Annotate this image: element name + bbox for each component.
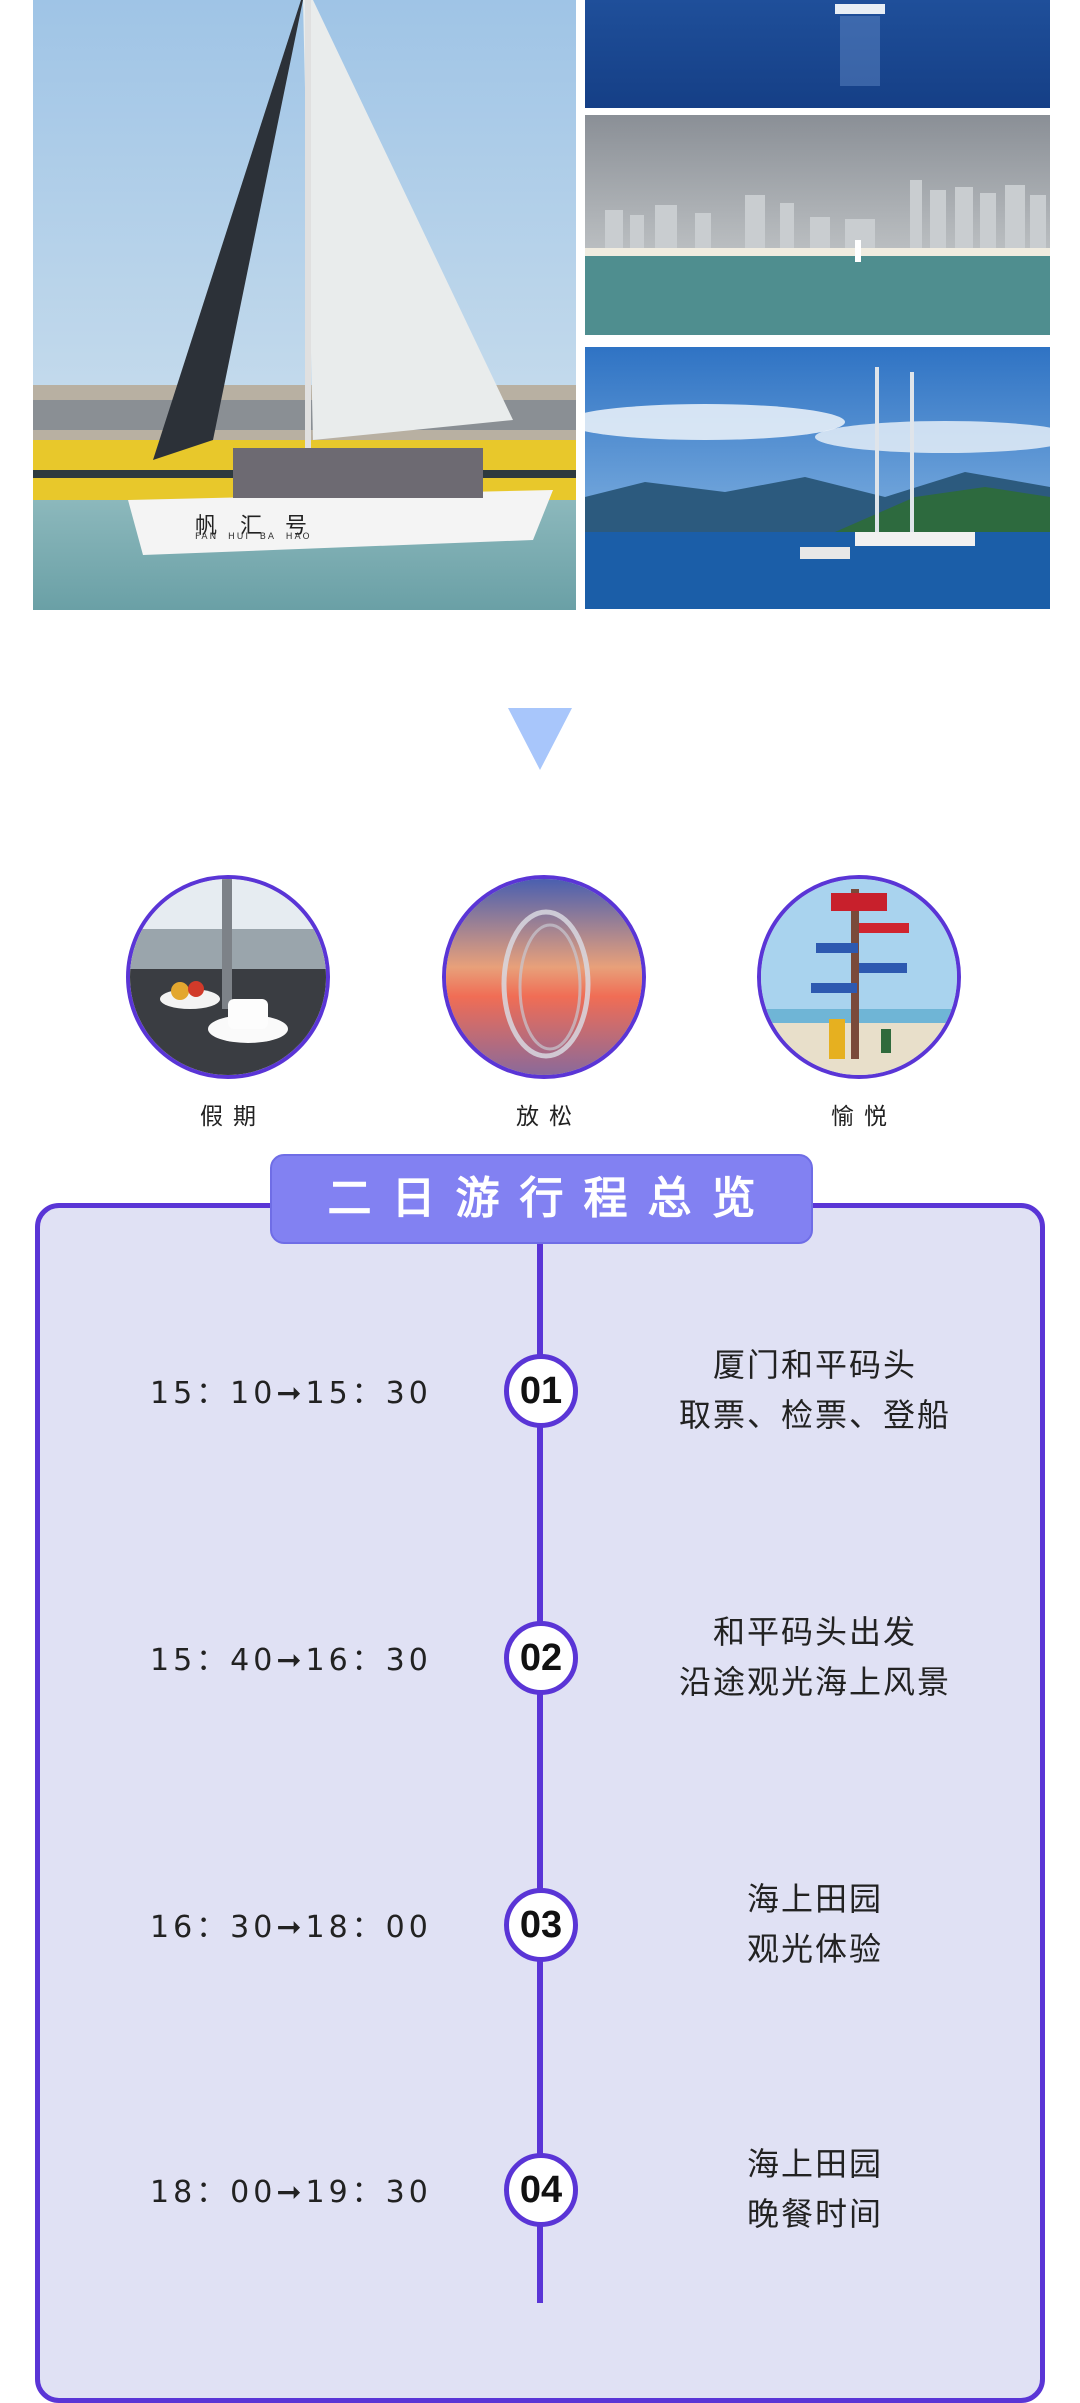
- step-line-1: 厦门和平码头: [712, 1346, 917, 1384]
- step-number-badge: 01: [504, 1354, 578, 1428]
- holiday-photo: [126, 875, 330, 1079]
- city-skyline-photo: [585, 115, 1050, 335]
- joy-photo: [757, 875, 961, 1079]
- itinerary-step-3: 16：30➞18：00 03 海上田园 观光体验: [35, 1864, 1045, 1984]
- step-description: 和平码头出发 沿途观光海上风景: [605, 1607, 1025, 1707]
- circle-label-joy: 愉悦: [831, 1104, 897, 1130]
- step-line-1: 海上田园: [746, 1880, 883, 1918]
- step-description: 厦门和平码头 取票、检票、登船: [605, 1340, 1025, 1440]
- down-arrow-icon: [508, 708, 572, 770]
- step-line-2: 晚餐时间: [746, 2195, 883, 2233]
- step-line-2: 沿途观光海上风景: [678, 1663, 951, 1701]
- step-time: 15：40➞16：30: [150, 1643, 432, 1678]
- boat-name-cn: 帆 汇 号: [195, 514, 315, 539]
- itinerary-step-4: 18：00➞19：30 04 海上田园 晚餐时间: [35, 2129, 1045, 2249]
- step-time: 15：10➞15：30: [150, 1376, 432, 1411]
- step-line-2: 取票、检票、登船: [678, 1396, 951, 1434]
- step-description: 海上田园 观光体验: [605, 1874, 1025, 1974]
- step-time: 16：30➞18：00: [150, 1910, 432, 1945]
- circle-label-holiday: 假期: [200, 1104, 266, 1130]
- itinerary-step-2: 15：40➞16：30 02 和平码头出发 沿途观光海上风景: [35, 1597, 1045, 1717]
- step-number-badge: 04: [504, 2153, 578, 2227]
- step-time: 18：00➞19：30: [150, 2175, 432, 2210]
- step-line-2: 观光体验: [746, 1930, 883, 1968]
- itinerary-title: 二日游行程总览: [270, 1154, 813, 1244]
- step-line-1: 和平码头出发: [712, 1613, 917, 1651]
- step-description: 海上田园 晚餐时间: [605, 2139, 1025, 2239]
- step-number-badge: 03: [504, 1888, 578, 1962]
- relax-photo: [442, 875, 646, 1079]
- sea-boat-photo: [585, 0, 1050, 108]
- boat-name-en: FAN HUI BA HAO: [195, 532, 312, 542]
- step-line-1: 海上田园: [746, 2145, 883, 2183]
- circle-item-joy: 愉悦: [757, 875, 961, 1131]
- circle-label-relax: 放松: [516, 1104, 582, 1130]
- circle-item-relax: 放松: [442, 875, 646, 1131]
- itinerary-step-1: 15：10➞15：30 01 厦门和平码头 取票、检票、登船: [35, 1330, 1045, 1450]
- timeline-line: [537, 1243, 543, 2303]
- sailboat-photo: [33, 0, 576, 610]
- harbor-sailboats-photo: [585, 347, 1050, 609]
- circle-item-holiday: 假期: [126, 875, 330, 1131]
- step-number-badge: 02: [504, 1621, 578, 1695]
